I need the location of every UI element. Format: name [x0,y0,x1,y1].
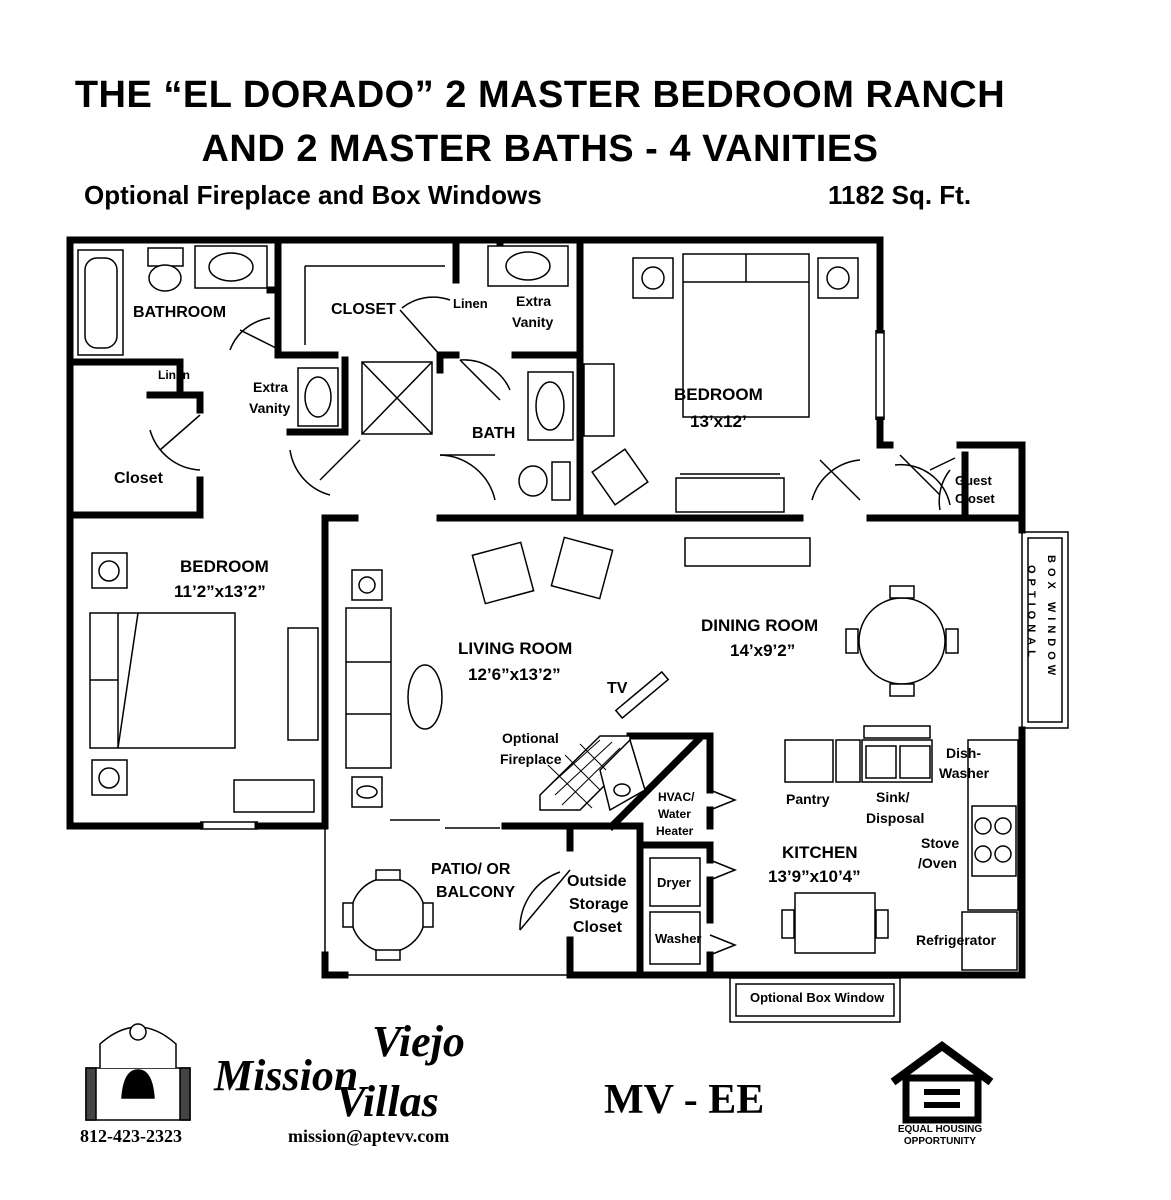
label-bedroom1: BEDROOM [674,385,763,404]
equal-housing-text: EQUAL HOUSING OPPORTUNITY [880,1124,1000,1148]
label-hvac-3: Heater [656,824,694,838]
label-refrigerator: Refrigerator [916,932,997,948]
label-linen-top: Linen [453,296,488,311]
label-stove-1: Stove [921,835,959,851]
label-hvac-1: HVAC/ [658,790,695,804]
label-linen-left: Linen [158,368,190,382]
mission-bell-logo [85,1023,191,1121]
label-bath: BATH [472,425,515,442]
label-kitchen-size: 13’9”x10’4” [768,867,861,886]
walls [66,236,1026,979]
label-patio-2: BALCONY [436,884,515,901]
label-guest-closet-2: Closet [955,491,995,506]
square-footage: 1182 Sq. Ft. [828,180,972,210]
label-guest-closet-1: Guest [955,473,993,488]
plan-code: MV - EE [604,1077,765,1123]
equal-housing-icon [890,1041,994,1124]
label-tv: TV [607,680,628,697]
thin-lines [200,330,1069,1023]
label-extra-vanity-top-1: Extra [516,293,551,309]
fireplace-hatch [547,739,621,809]
label-kitchen: KITCHEN [782,843,858,862]
label-hvac-2: Water [658,807,691,821]
label-bedroom2-size: 11’2”x13’2” [174,582,266,601]
label-closet-top: CLOSET [331,301,396,318]
doors [149,296,956,956]
label-sink-2: Disposal [866,810,924,826]
label-stove-2: /Oven [918,855,957,871]
label-closet-left: Closet [114,470,164,487]
label-living-room-size: 12’6”x13’2” [468,665,561,684]
label-dining-room-size: 14’x9’2” [730,641,795,660]
label-washer: Washer [655,931,701,946]
label-storage-1: Outside [567,873,627,890]
brand-word-villas: Villas [336,1077,439,1126]
label-dryer: Dryer [657,875,691,890]
label-sink-1: Sink/ [876,789,910,805]
label-dishwasher-2: Washer [939,765,990,781]
label-storage-3: Closet [573,919,623,936]
label-box-window-side-2: BOX WINDOW [1045,555,1057,680]
label-living-room: LIVING ROOM [458,639,572,658]
plan-subtitle: Optional Fireplace and Box Windows [84,180,542,210]
label-extra-vanity-left-1: Extra [253,379,288,395]
label-dishwasher-1: Dish- [946,745,981,761]
plan-title-line2: AND 2 MASTER BATHS - 4 VANITIES [201,128,879,170]
label-patio-1: PATIO/ OR [431,861,511,878]
plan-title-line1: THE “EL DORADO” 2 MASTER BEDROOM RANCH [74,74,1006,116]
brand-word-mission: Mission [214,1051,359,1100]
label-extra-vanity-left-2: Vanity [249,400,290,416]
label-pantry: Pantry [786,791,830,807]
label-fireplace-2: Fireplace [500,751,562,767]
label-fireplace-1: Optional [502,730,559,746]
fixtures [77,245,1019,971]
label-dining-room: DINING ROOM [701,616,818,635]
label-storage-2: Storage [569,896,629,913]
label-box-window-side-1: OPTIONAL [1025,565,1037,662]
label-bathroom: BATHROOM [133,304,226,321]
equal-housing-line2: OPPORTUNITY [903,1136,977,1147]
label-bedroom1-size: 13’x12’ [690,412,747,431]
label-extra-vanity-top-2: Vanity [512,314,553,330]
label-bedroom2: BEDROOM [180,557,269,576]
label-box-window-bottom: Optional Box Window [750,990,885,1005]
brand-word-viejo: Viejo [372,1017,465,1066]
equal-housing-line1: EQUAL HOUSING [897,1124,983,1135]
phone-number: 812-423-2323 [80,1126,182,1146]
email-address: mission@aptevv.com [288,1126,450,1146]
